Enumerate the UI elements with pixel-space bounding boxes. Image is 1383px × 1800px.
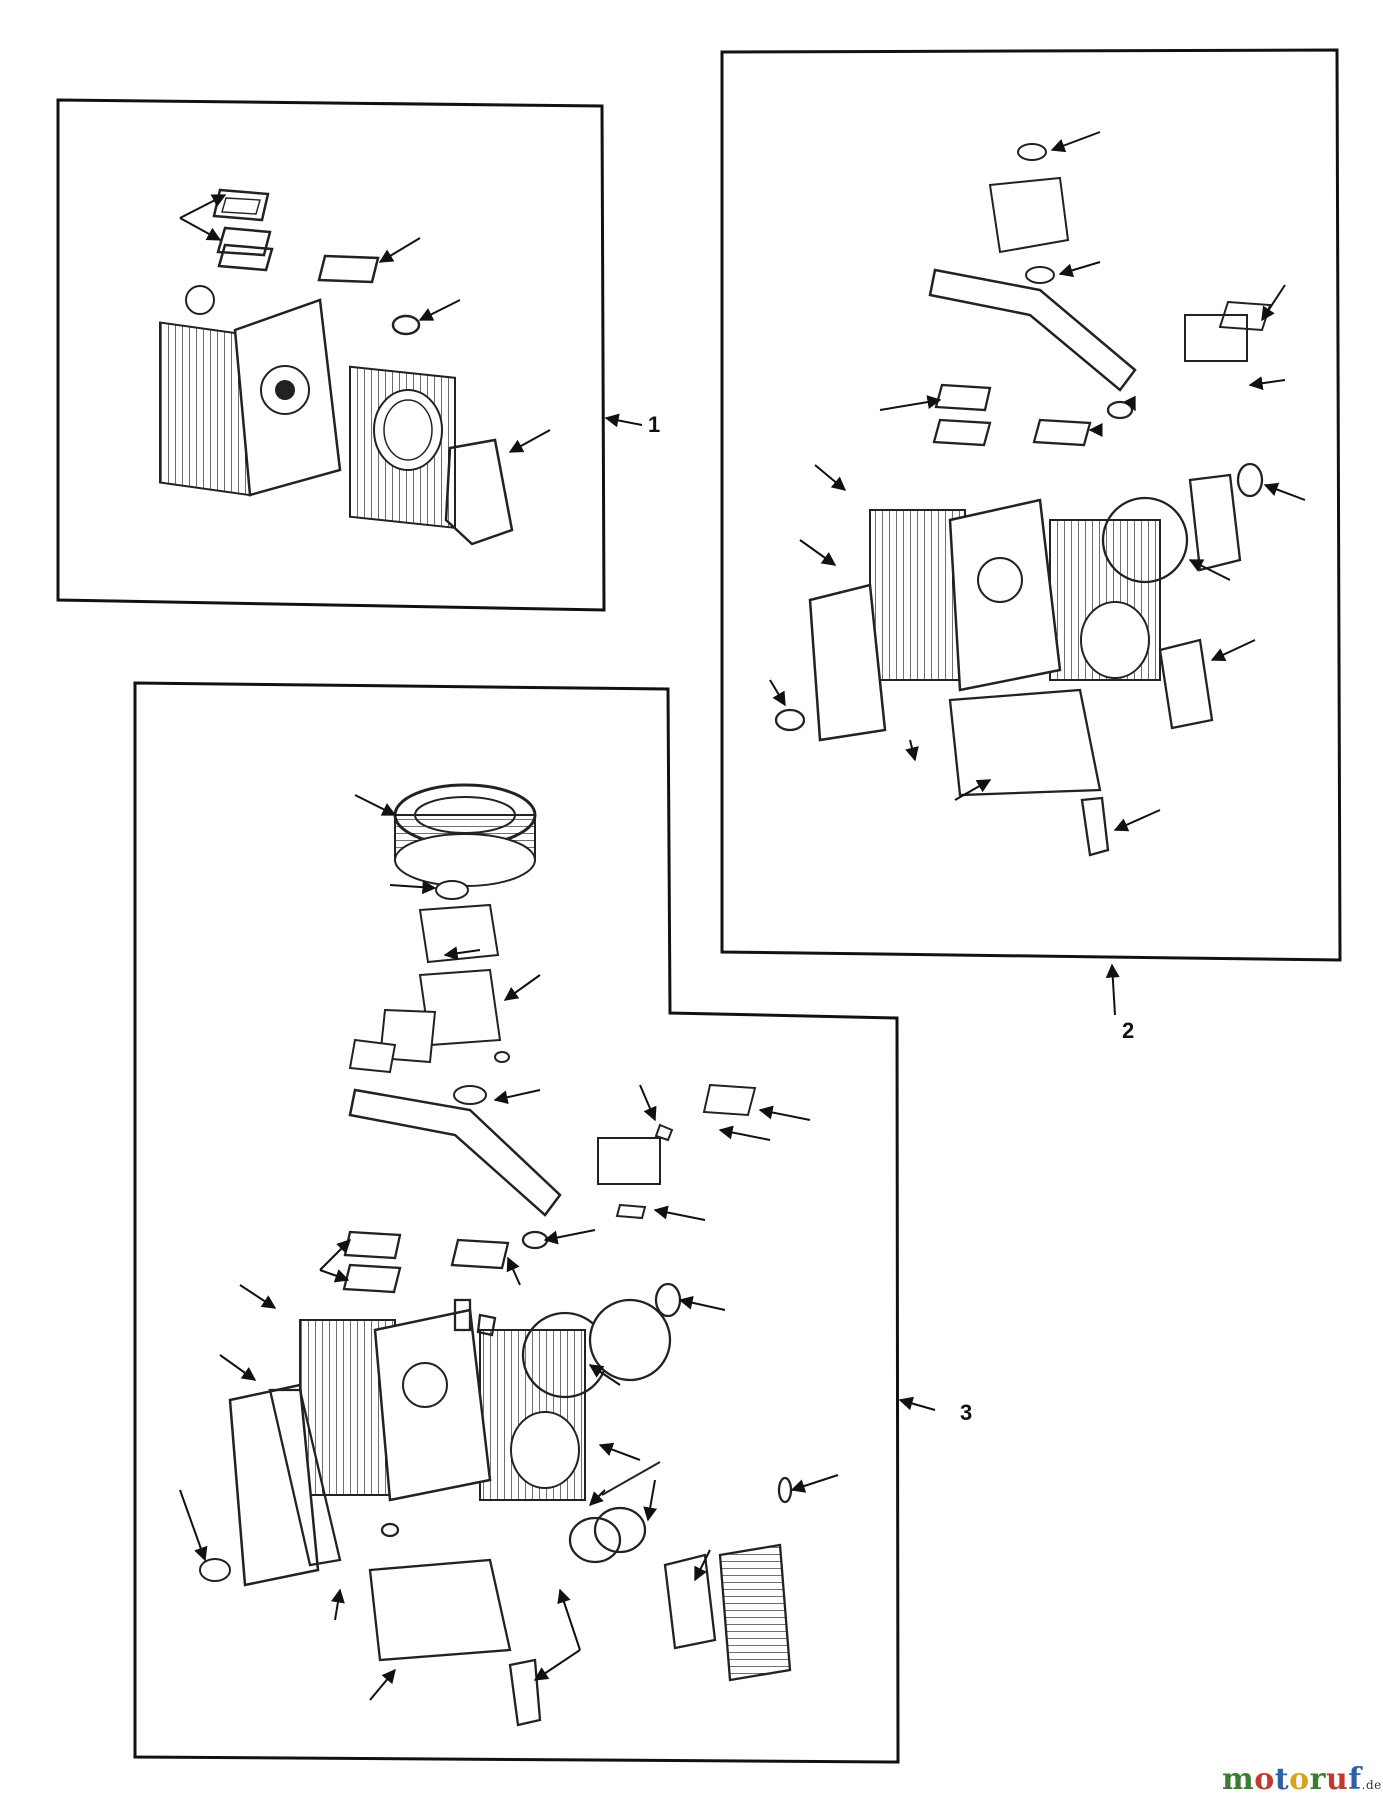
panel-1-frame (56, 98, 606, 612)
air-cleaner-element-3 (393, 783, 537, 887)
kit-panel-1 (56, 98, 643, 612)
leader-arrows-1 (179, 194, 643, 453)
logo-letter: o (1289, 1762, 1310, 1797)
engine-block-1 (159, 285, 456, 529)
carburetor-2 (988, 143, 1070, 284)
air-filter-box-2 (1184, 300, 1272, 362)
carburetor-3 (348, 880, 510, 1074)
gasket-set-3 (268, 1230, 793, 1727)
intake-manifold-3 (348, 1085, 562, 1217)
panel-2-frame (720, 48, 1342, 962)
callout-3-label: 3 (960, 1400, 973, 1425)
logo-letter: r (1309, 1762, 1326, 1797)
panel-3-frame (133, 681, 900, 1764)
logo-letter: o (1254, 1762, 1275, 1797)
logo-letter: t (1274, 1762, 1290, 1797)
intake-manifold-2 (928, 268, 1137, 392)
engine-block-2 (808, 498, 1161, 742)
gasket-set-2 (774, 383, 1264, 857)
gasket-set-1 (212, 188, 514, 546)
logo-letter: u (1325, 1762, 1349, 1797)
air-filter-box-3 (597, 1083, 757, 1220)
logo-letter: f (1348, 1762, 1362, 1797)
watermark-logo: motoruf.de (1222, 1762, 1382, 1797)
logo-suffix: .de (1361, 1778, 1382, 1792)
callout-2-label: 2 (1122, 1018, 1135, 1043)
logo-letter: m (1222, 1762, 1255, 1797)
engine-block-3 (199, 1308, 586, 1587)
kit-panel-2 (720, 48, 1342, 1016)
leader-arrows-3 (179, 794, 936, 1701)
callout-1-label: 1 (648, 412, 661, 437)
kit-panel-3 (133, 681, 936, 1764)
leader-arrows-2 (769, 131, 1306, 1016)
